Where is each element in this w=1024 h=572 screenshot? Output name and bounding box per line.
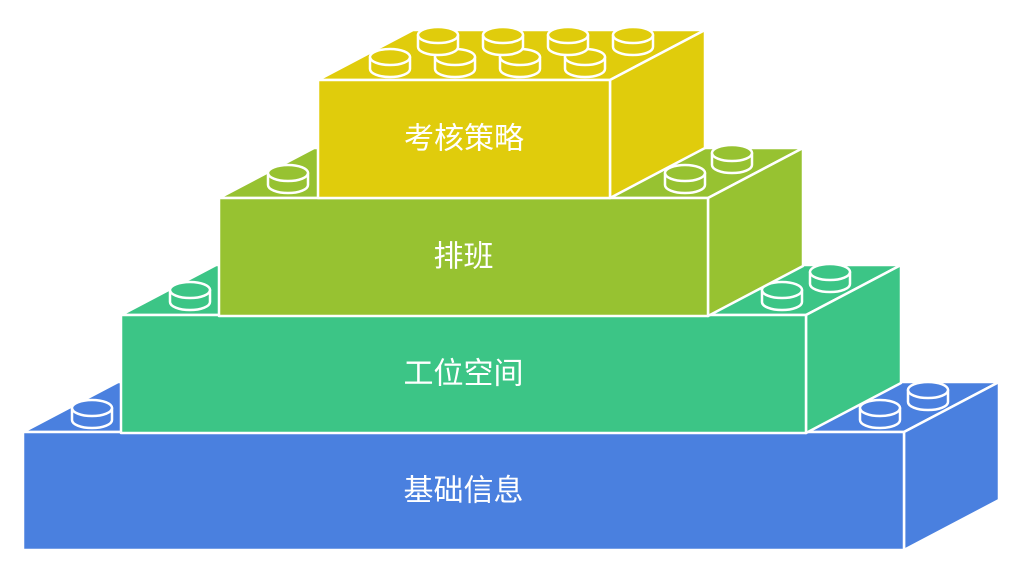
stud-top <box>808 262 852 282</box>
stud-top <box>168 280 212 300</box>
layer-label: 考核策略 <box>404 122 524 157</box>
layer-label: 基础信息 <box>404 474 524 509</box>
stud-top <box>906 380 950 400</box>
stud-top <box>663 163 707 183</box>
layer-label: 排班 <box>434 240 494 275</box>
brick-front-face <box>21 430 906 552</box>
stud-top <box>710 143 754 163</box>
stud-top <box>760 280 804 300</box>
stud-top <box>546 25 590 45</box>
brick-front-face <box>217 196 710 318</box>
stud-top <box>858 398 902 418</box>
layer-label: 工位空间 <box>404 357 524 392</box>
stud-top <box>416 25 460 45</box>
stud-top <box>611 25 655 45</box>
stud-top <box>481 25 525 45</box>
stud-top <box>266 163 310 183</box>
stud-top <box>368 47 412 67</box>
brick-front-face <box>316 78 612 200</box>
brick-layer-1: 考核策略 <box>316 25 707 200</box>
stud-top <box>70 398 114 418</box>
